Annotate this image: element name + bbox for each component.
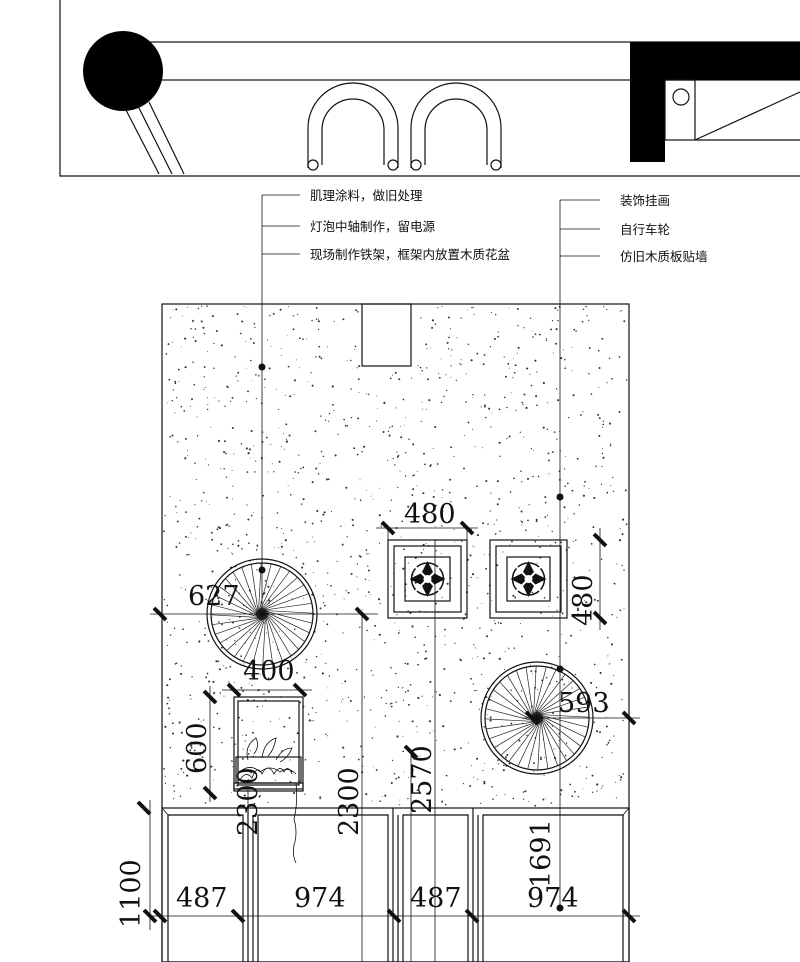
note-lamp-axis: 灯泡中轴制作，留电源 bbox=[310, 219, 436, 234]
armchair-icon bbox=[307, 82, 399, 171]
planter-rack-icon bbox=[233, 696, 304, 864]
dim-bay-3: 487 bbox=[410, 883, 462, 914]
note-wall-texture: 肌理涂料，做旧处理 bbox=[310, 188, 423, 203]
dim-bay-2: 974 bbox=[294, 883, 346, 914]
wood-dado-panel bbox=[161, 807, 630, 962]
note-iron-frame: 现场制作铁架，框架内放置木质花盆 bbox=[310, 247, 511, 262]
note-decor-painting: 装饰挂画 bbox=[620, 193, 670, 208]
dim-elevation-2570: 2570 bbox=[407, 745, 438, 814]
dimension-lines bbox=[136, 520, 640, 962]
speckle-texture bbox=[163, 305, 628, 807]
dim-planter-width: 400 bbox=[243, 656, 295, 687]
dim-bay-1: 487 bbox=[176, 883, 228, 914]
dim-frame-width: 480 bbox=[404, 499, 456, 530]
dim-bay-4: 974 bbox=[527, 883, 579, 914]
dim-wheel-right: 593 bbox=[558, 688, 610, 719]
wall-outline bbox=[161, 303, 630, 962]
elevation-wall bbox=[161, 303, 630, 962]
dim-wheel-left: 627 bbox=[188, 581, 240, 612]
decorative-frame-icon bbox=[387, 539, 468, 619]
dim-planter-height: 600 bbox=[182, 722, 213, 774]
dim-base-height: 1100 bbox=[116, 859, 147, 928]
armchair-icon bbox=[410, 82, 502, 171]
dim-frame-height: 480 bbox=[568, 574, 599, 626]
plan-view bbox=[59, 0, 800, 177]
plan-column bbox=[630, 42, 800, 162]
column-stub bbox=[361, 303, 412, 367]
globe-lamp-icon bbox=[83, 31, 163, 111]
note-wood-panel: 仿旧木质板贴墙 bbox=[620, 249, 708, 264]
dim-elevation-2300: 2300 bbox=[334, 767, 365, 836]
dim-planter-elevation: 2300 bbox=[233, 767, 264, 836]
note-bicycle-wheel: 自行车轮 bbox=[620, 222, 670, 237]
dim-elevation-1691: 1691 bbox=[526, 819, 557, 888]
decorative-frame-icon bbox=[489, 539, 568, 619]
